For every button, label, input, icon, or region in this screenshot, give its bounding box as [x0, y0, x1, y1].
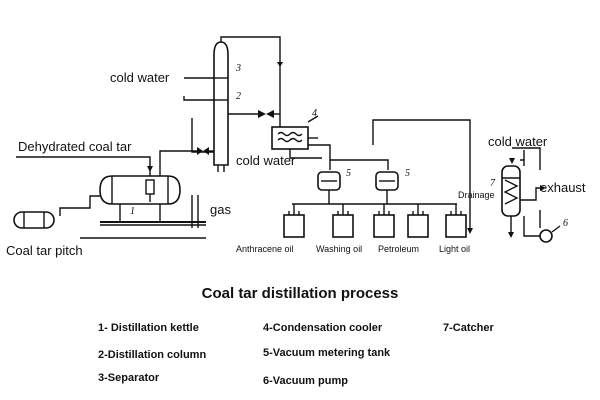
legend-item: 6-Vacuum pump	[263, 375, 348, 387]
tag-4: 4	[312, 108, 317, 119]
tag-5b: 5	[405, 168, 410, 179]
tag-6: 6	[563, 218, 568, 229]
pitch-receiver	[13, 211, 55, 229]
tag-3: 3	[235, 63, 241, 74]
legend-item: 3-Separator	[98, 372, 160, 384]
valve-icon	[258, 110, 274, 118]
legend-item: 1- Distillation kettle	[98, 322, 199, 334]
product-label: Petroleum	[378, 244, 419, 254]
tag-2: 2	[236, 91, 241, 102]
label-cold-water-top: cold water	[110, 70, 170, 85]
label-cold-water-right: cold water	[488, 134, 548, 149]
product-label: Anthracene oil	[236, 244, 294, 254]
product-label: Washing oil	[316, 244, 362, 254]
label-exhaust: exhaust	[540, 180, 586, 195]
vacuum-metering-tank-a	[317, 171, 341, 191]
product-tank	[445, 211, 467, 238]
product-tank	[283, 211, 305, 238]
distillation-column	[213, 41, 229, 172]
product-tank	[373, 211, 395, 238]
valve-icon	[197, 147, 209, 155]
label-cold-water-mid: cold water	[236, 153, 296, 168]
legend-item: 7-Catcher	[443, 322, 494, 334]
product-tank	[407, 211, 429, 238]
condensation-cooler	[271, 115, 319, 150]
vacuum-metering-tank-b	[375, 171, 399, 191]
legend-item: 2-Distillation column	[98, 349, 206, 361]
label-drainage: Drainage	[458, 190, 495, 200]
label-dehydrated-coal-tar: Dehydrated coal tar	[18, 139, 132, 154]
tag-5a: 5	[346, 168, 351, 179]
product-tank	[332, 211, 354, 238]
label-coal-tar-pitch: Coal tar pitch	[6, 243, 83, 258]
label-gas: gas	[210, 202, 231, 217]
product-label: Light oil	[439, 244, 470, 254]
tag-1: 1	[130, 206, 135, 217]
diagram-title: Coal tar distillation process	[202, 285, 399, 302]
catcher	[501, 165, 521, 217]
tag-7: 7	[490, 178, 496, 189]
legend-item: 5-Vacuum metering tank	[263, 347, 391, 359]
legend-item: 4-Condensation cooler	[263, 322, 383, 334]
distillation-kettle	[99, 175, 181, 205]
vacuum-pump	[539, 225, 561, 243]
